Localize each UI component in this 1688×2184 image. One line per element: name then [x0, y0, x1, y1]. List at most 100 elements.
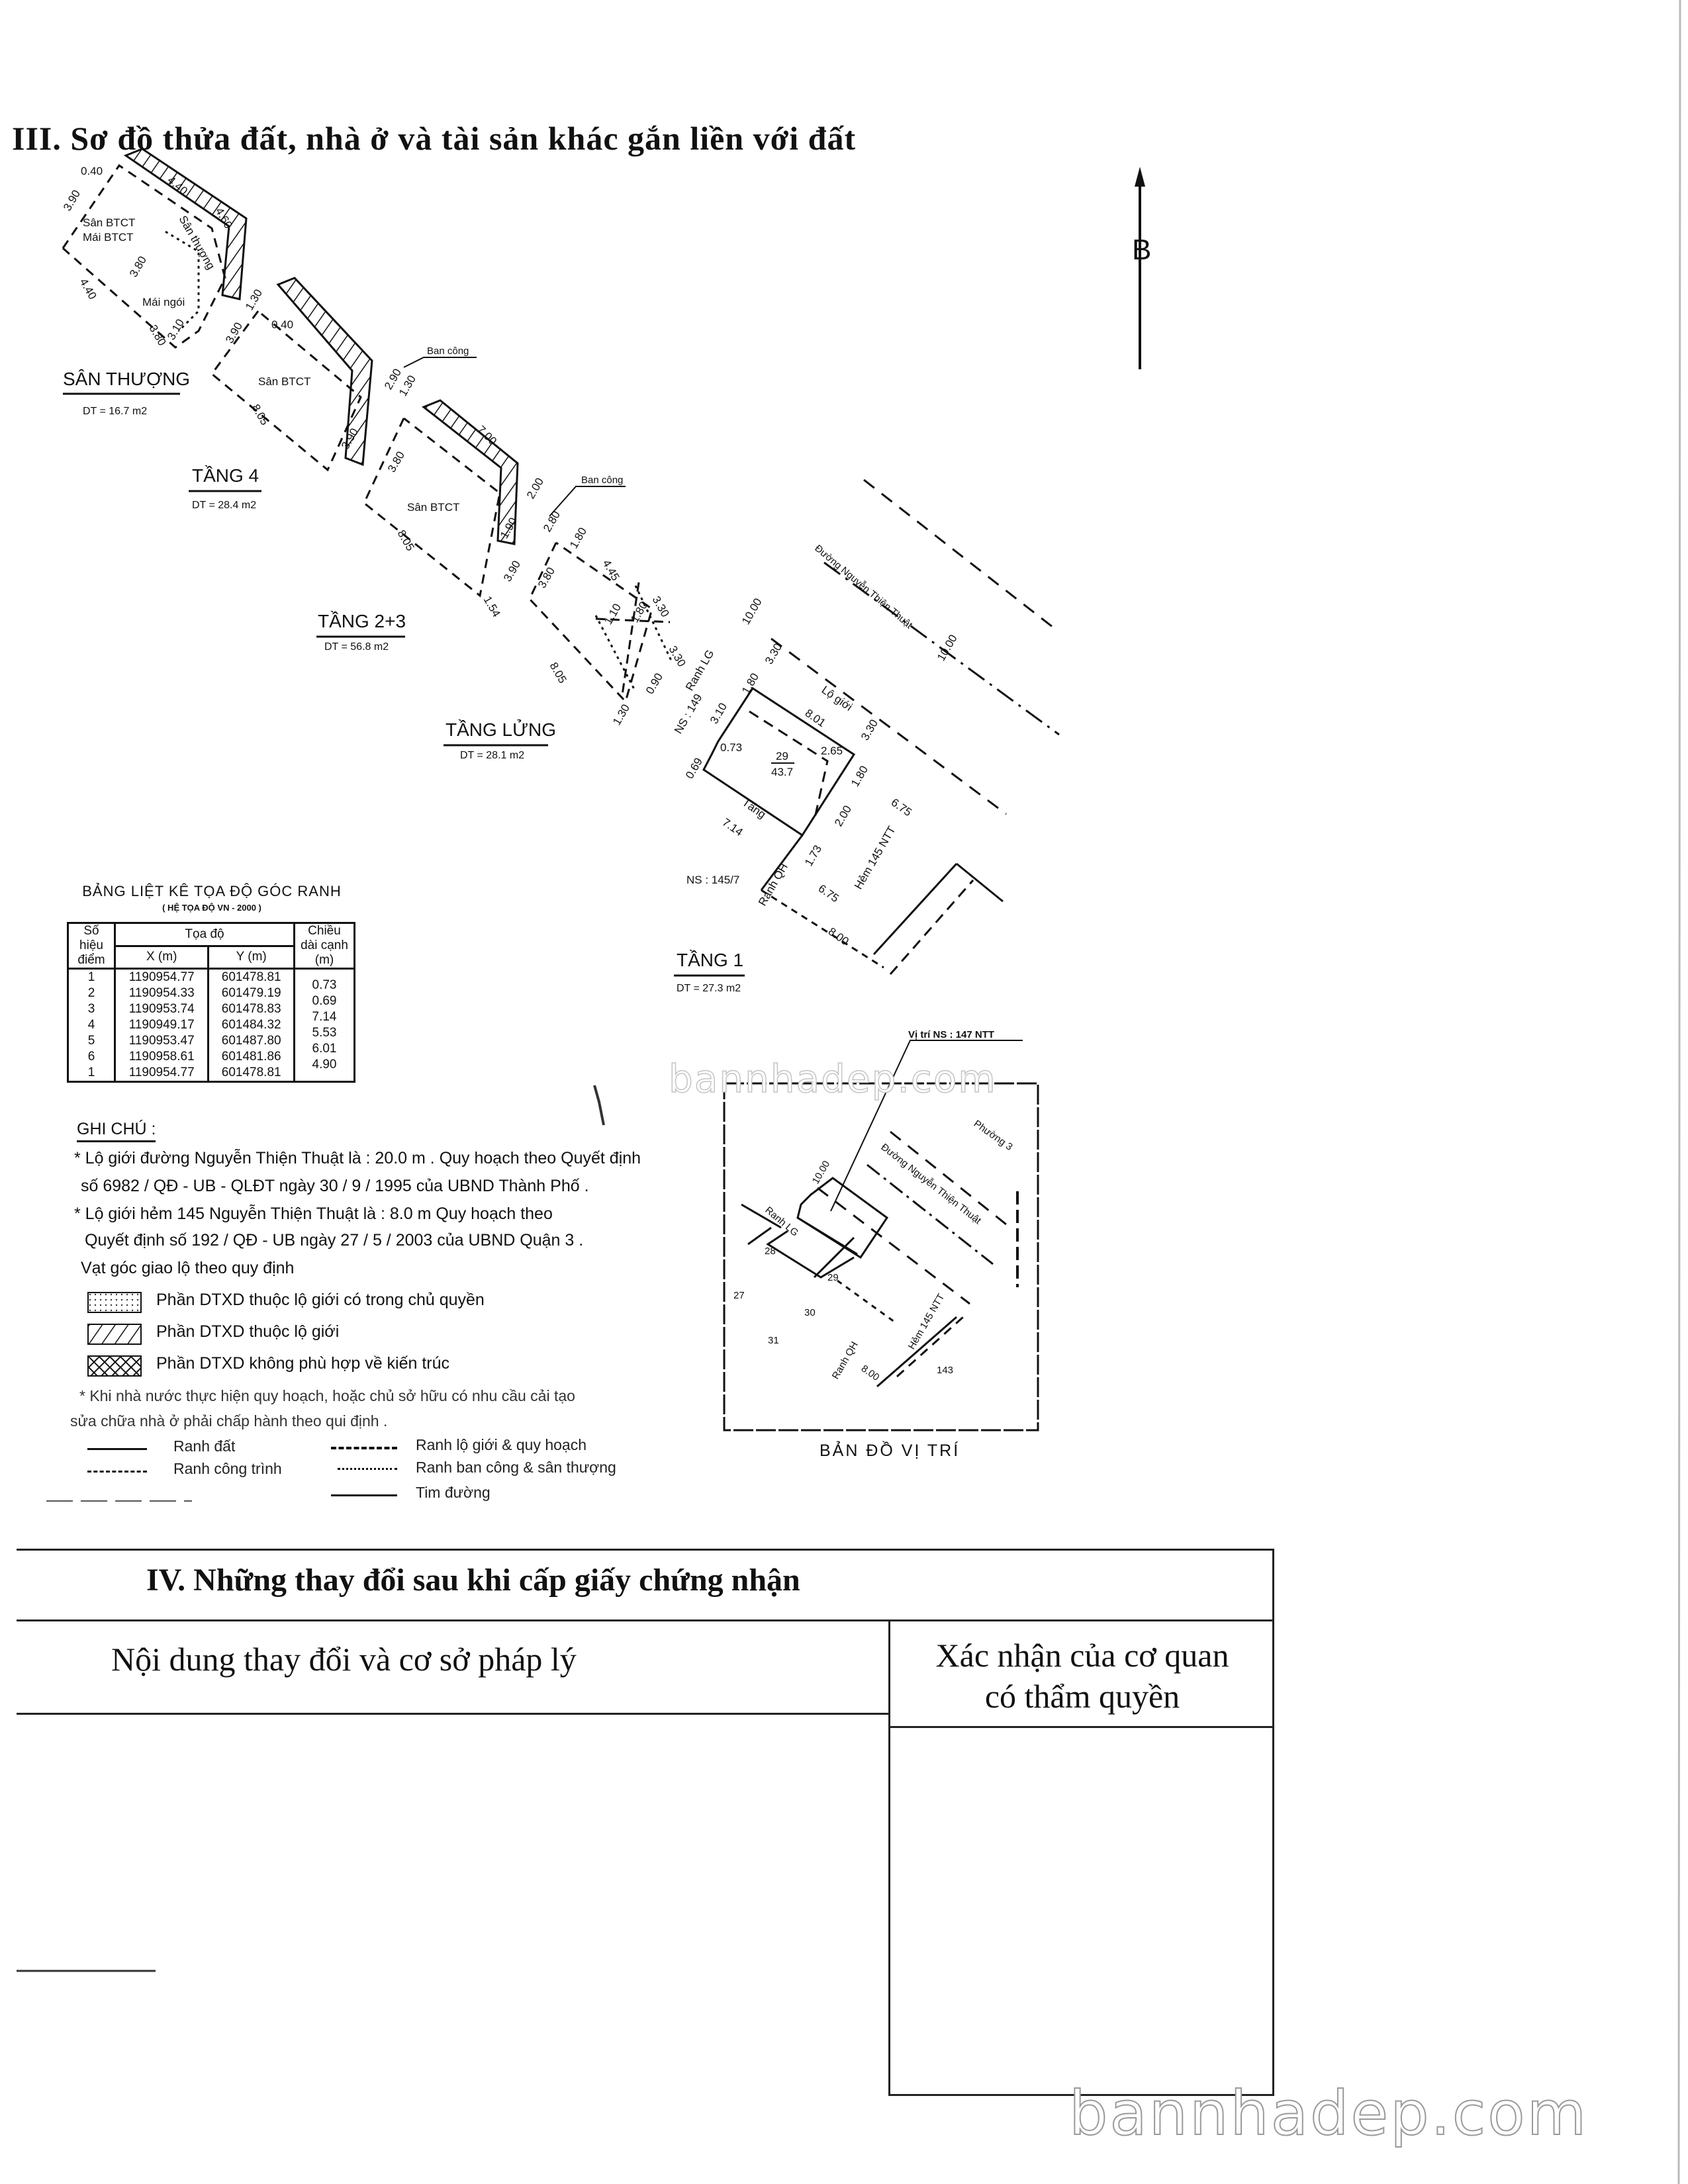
legend-solid-line: [87, 1448, 147, 1450]
location-pointer-label: Vị trí NS : 147 NTT: [908, 1029, 994, 1040]
north-label: B: [1132, 234, 1151, 266]
scan-edge: [1677, 0, 1681, 2184]
map-label: Đường Nguyễn Thiện Thuật: [879, 1142, 984, 1227]
dimension-label: 2.00: [524, 476, 546, 501]
location-map-title: BẢN ĐỒ VỊ TRÍ: [820, 1440, 960, 1460]
plan-label: NS : 145/7: [686, 874, 739, 886]
dimension-label: 1.80: [567, 525, 589, 551]
map-label: 29: [827, 1272, 839, 1283]
dimension-label: 2.80: [541, 509, 563, 534]
scan-mark: [593, 1085, 605, 1126]
floor-title-tang-2-3: TẦNG 2+3 DT = 56.8 m2: [316, 611, 406, 653]
cell: 601481.86: [207, 1049, 295, 1065]
plan-tang-4-labels: Sân BTCT Ban công 8.05 3.90 3.90 1.30 0.…: [223, 287, 469, 451]
floor-name: TẦNG 2+3: [318, 611, 406, 631]
note-remark: * Khi nhà nước thực hiện quy hoạch, hoặc…: [79, 1387, 575, 1404]
plan-label: Ranh LG: [683, 648, 716, 693]
cell: 601478.81: [207, 1065, 295, 1082]
map-label: 8.00: [859, 1363, 882, 1383]
floor-area: DT = 56.8 m2: [324, 641, 389, 653]
cell: 1190954.77: [113, 1065, 210, 1082]
floor-area: DT = 16.7 m2: [83, 406, 147, 417]
cell: 2: [67, 985, 116, 1001]
length-value: 0.69: [312, 994, 337, 1008]
dimension-label: 8.05: [250, 402, 271, 428]
cell: 1190958.61: [113, 1049, 210, 1065]
legend-hatched-swatch: [87, 1324, 142, 1345]
map-label: Ranh QH: [830, 1340, 861, 1381]
note-line: số 6982 / QĐ - UB - QLĐT ngày 30 / 9 / 1…: [81, 1177, 589, 1195]
plan-label: Sân BTCT: [83, 216, 135, 229]
dimension-label: 3.90: [501, 559, 523, 584]
floor-name: TẦNG LỬNG: [445, 719, 556, 740]
map-label: 143: [937, 1365, 953, 1376]
dimension-label: 3.30: [667, 644, 688, 669]
legend-dotted-line: [338, 1468, 397, 1470]
length-value: 5.53: [312, 1026, 337, 1040]
coord-table: Số hiệu điểm Tọa độ Chiều dài cạnh (m) X…: [67, 922, 355, 1083]
dimension-label: 1.10: [602, 602, 624, 627]
dimension-label: 1.30: [243, 287, 265, 312]
plan-label: Sân BTCT: [407, 501, 459, 514]
legend-label: Phần DTXD thuộc lộ giới: [156, 1322, 340, 1341]
cell: 601478.83: [207, 1001, 295, 1017]
floor-title-tang-1: TẦNG 1 DT = 27.3 m2: [674, 950, 745, 994]
legend-dashed-line: [87, 1471, 147, 1473]
floor-area: DT = 28.4 m2: [192, 500, 256, 511]
map-label: Ranh LG: [763, 1205, 800, 1239]
floor-name: TẦNG 4: [192, 465, 259, 486]
plan-label: NS : 149: [672, 692, 705, 736]
line-legend-label: Tim đường: [416, 1484, 491, 1501]
col-point: Số hiệu điểm: [67, 922, 116, 970]
line-legend-label: Ranh lộ giới & quy hoạch: [416, 1436, 587, 1453]
plan-label: Hẻm 145 NTT: [852, 824, 898, 891]
north-arrow-icon: B: [1132, 167, 1151, 369]
legend-dotted-swatch: [87, 1292, 142, 1313]
dimension-label: 1.54: [481, 594, 503, 619]
notes-title: GHI CHÚ :: [77, 1120, 156, 1142]
cell: 601478.81: [207, 968, 295, 985]
dimension-label: 2.65: [821, 745, 843, 757]
plan-tang-4: [210, 277, 477, 472]
cell: 1: [67, 1065, 116, 1082]
map-label: 28: [765, 1246, 776, 1257]
line-legend-label: Ranh công trình: [173, 1460, 282, 1477]
plan-label: Mái ngói: [142, 296, 185, 308]
watermark: bannhadep.com: [1068, 2077, 1589, 2150]
dimension-label: 3.30: [859, 717, 880, 743]
plan-label: Tầng: [740, 796, 769, 821]
col-coords: Tọa độ: [114, 922, 295, 947]
floor-area: DT = 27.3 m2: [677, 983, 741, 994]
dimension-label: 2.00: [832, 803, 854, 829]
cell: 5: [67, 1033, 116, 1049]
coord-table-subtitle: ( HỆ TỌA ĐỘ VN - 2000 ): [162, 903, 261, 913]
plan-label: Ranh QH: [756, 861, 790, 908]
dimension-label: 4.45: [600, 558, 622, 583]
note-line: Quyết định số 192 / QĐ - UB ngày 27 / 5 …: [85, 1231, 584, 1250]
dimension-label: 1.80: [849, 764, 870, 789]
coord-table-title: BẢNG LIỆT KÊ TỌA ĐỘ GÓC RANH: [82, 883, 342, 899]
cell: 601484.32: [207, 1017, 295, 1033]
plan-tang-lung-labels: 4.45 3.30 3.30 1.80 1.10 1.80 0.90 1.30 …: [536, 525, 688, 727]
dimension-label: 3.10: [165, 317, 187, 342]
plan-label: Mái BTCT: [83, 231, 134, 244]
floor-title-tang-lung: TẦNG LỬNG DT = 28.1 m2: [444, 719, 556, 761]
plan-tang-lung: [528, 541, 673, 704]
legend-crosshatch-swatch: [87, 1355, 142, 1377]
dimension-label: 3.80: [147, 323, 169, 348]
cell: 1190953.47: [113, 1033, 210, 1049]
plan-tang-2-3: [363, 399, 626, 598]
col-x: X (m): [113, 944, 210, 970]
dimension-label: 3.30: [650, 594, 672, 619]
floor-name: SÂN THƯỢNG: [63, 369, 190, 389]
dimension-label: 0.90: [643, 671, 665, 696]
floor-title-san-thuong: SÂN THƯỢNG DT = 16.7 m2: [63, 369, 190, 417]
cell: 1190954.77: [113, 968, 210, 985]
dimension-label: 10.00: [935, 633, 960, 663]
lot-number: 29: [776, 750, 788, 762]
dimension-label: 4.40: [77, 277, 99, 302]
